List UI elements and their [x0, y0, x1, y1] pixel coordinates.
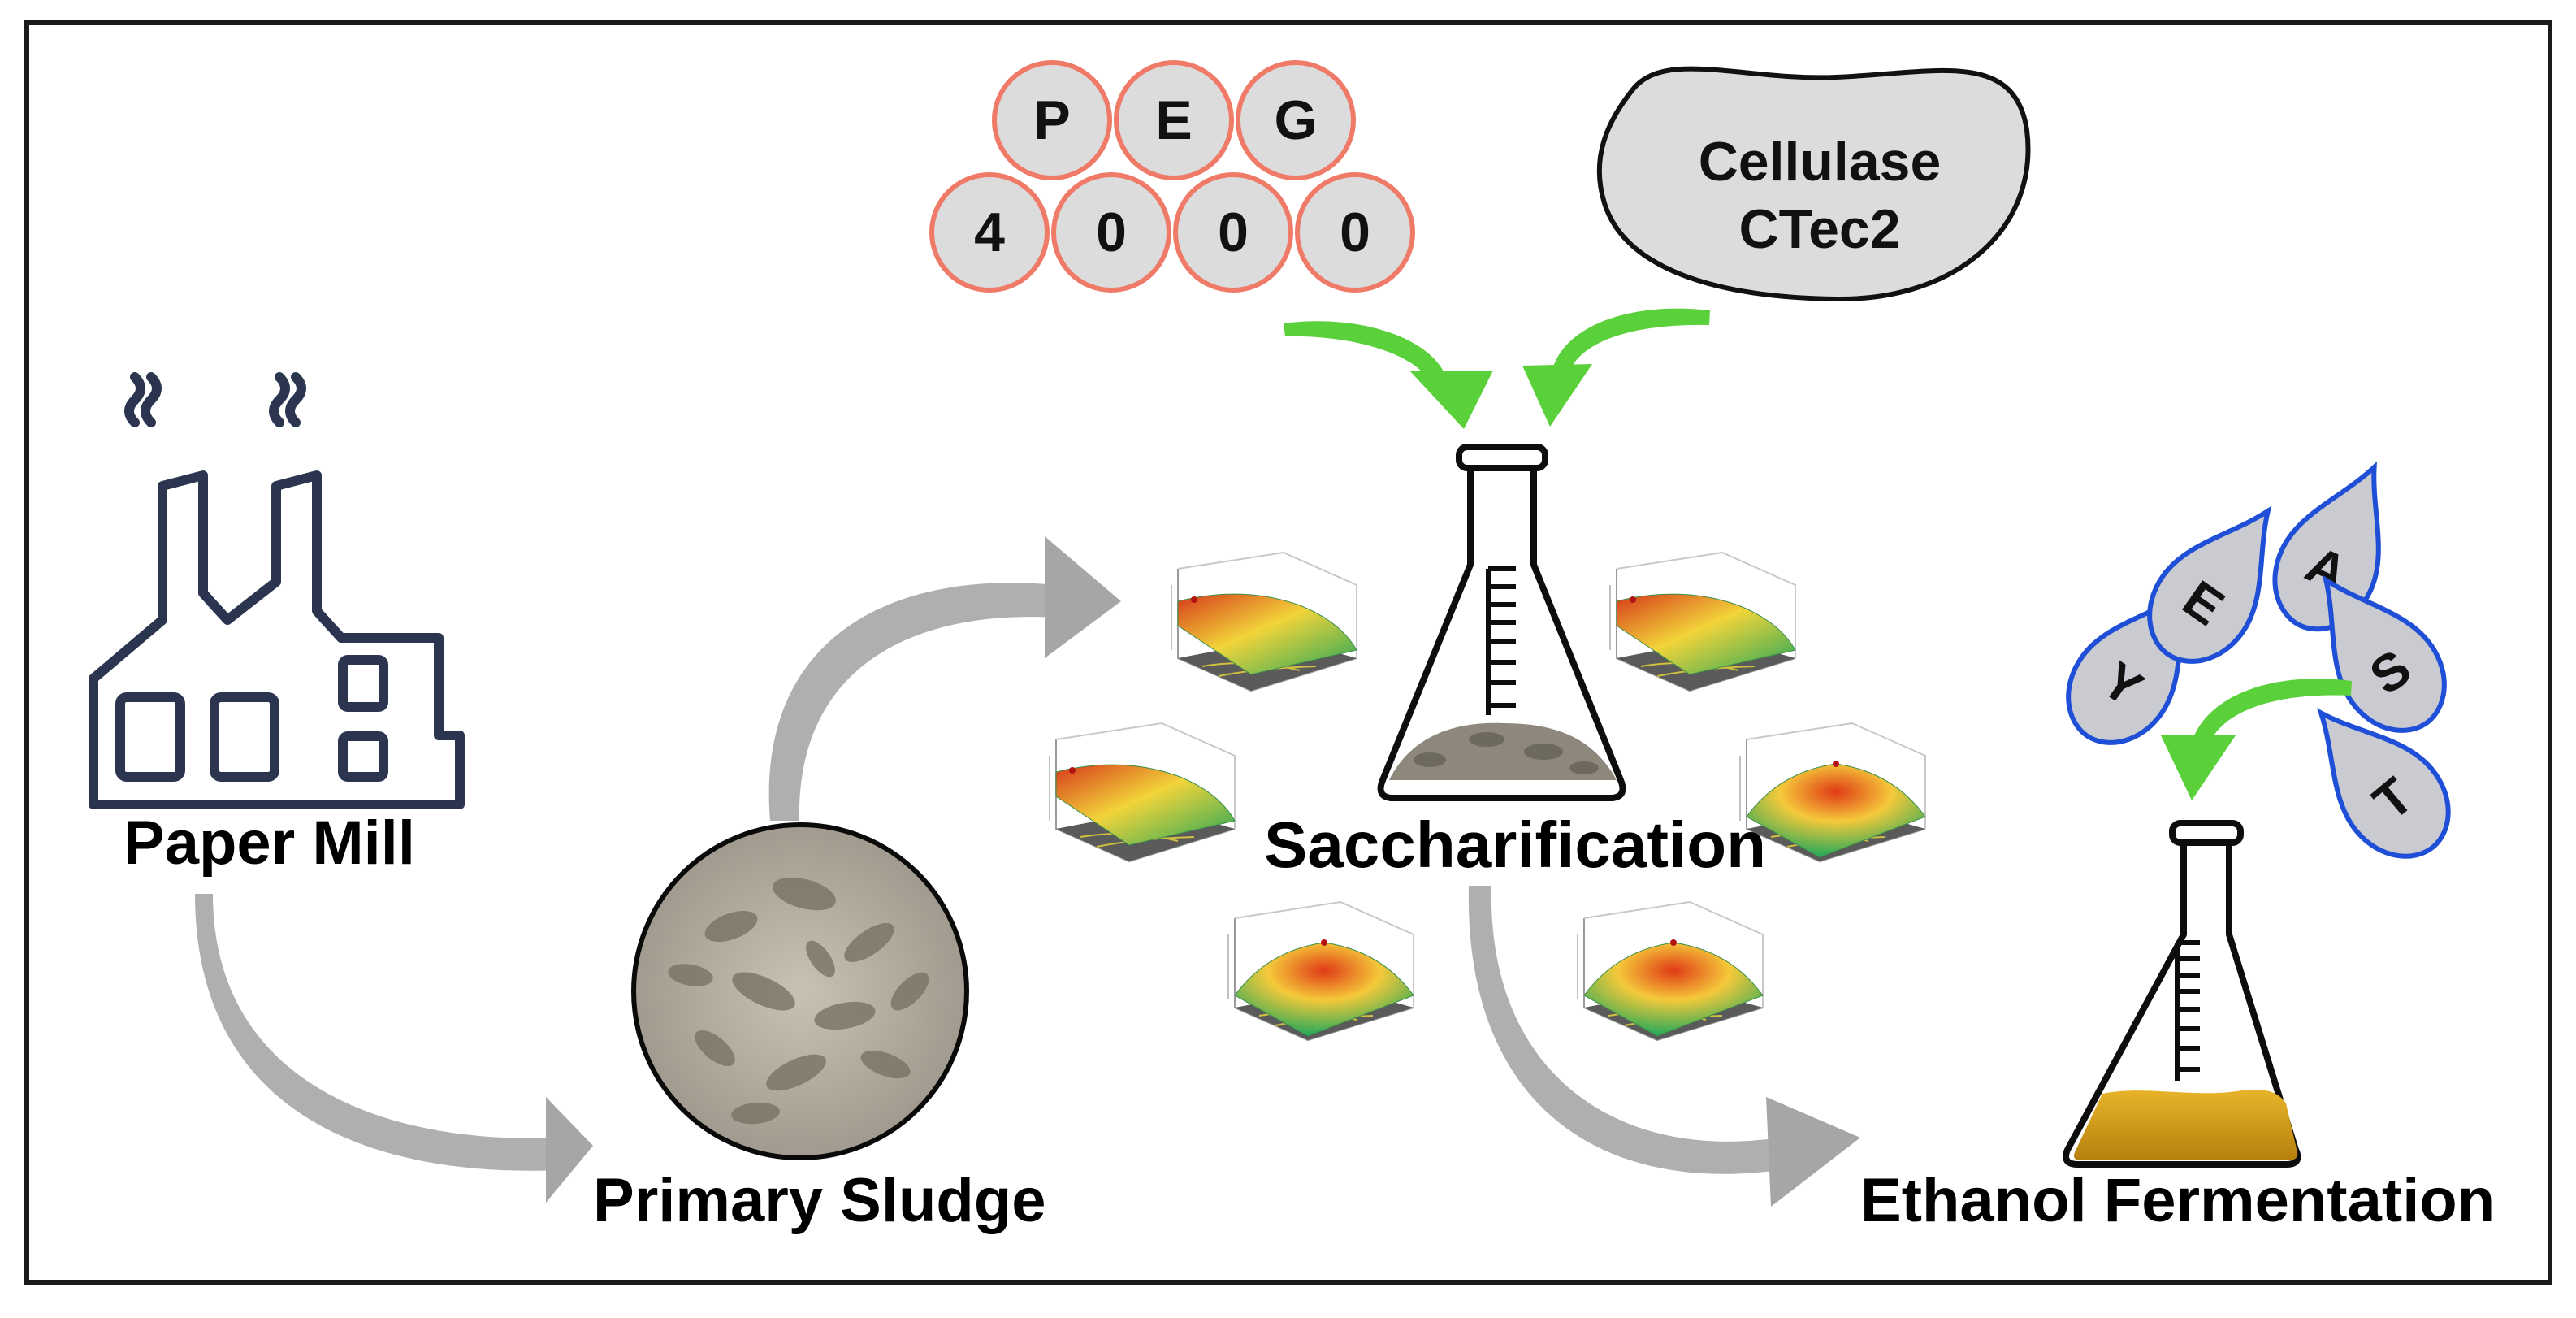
yeast-letter-e: E — [2147, 505, 2272, 664]
peg-digit-0c: 0 — [1295, 172, 1415, 293]
svg-text:4: 4 — [974, 202, 1005, 263]
label-primary-sludge: Primary Sludge — [593, 1166, 1046, 1235]
saccharification-flask — [1377, 444, 1626, 801]
yeast-drops: Y E A S T — [2066, 461, 2451, 859]
surface-plot-thumbnail — [1171, 551, 1357, 692]
green-arrow-enzyme — [1522, 308, 1710, 427]
svg-text:E: E — [1155, 89, 1192, 151]
fermentation-broth — [2074, 1089, 2298, 1160]
peg-letter-g: G — [1236, 60, 1356, 180]
fermentation-flask — [2063, 820, 2301, 1168]
green-arrow-yeast — [2161, 679, 2352, 800]
svg-text:P: P — [1033, 89, 1070, 151]
surface-plot-thumbnail — [1227, 900, 1414, 1042]
peg-digit-0b: 0 — [1173, 172, 1293, 293]
peg-4000-cluster: P E G 4 0 0 0 — [929, 60, 1415, 293]
sludge-photo — [631, 822, 969, 1160]
svg-text:G: G — [1275, 89, 1318, 151]
peg-letter-e: E — [1114, 60, 1234, 180]
green-arrow-peg — [1284, 321, 1493, 429]
graduation-marks — [2175, 940, 2200, 1081]
svg-text:0: 0 — [1218, 202, 1249, 263]
gray-arrow-sludge-to-saccharification — [768, 536, 1121, 821]
factory-icon — [89, 372, 465, 809]
surface-plot-thumbnail — [1049, 722, 1236, 863]
label-saccharification: Saccharification — [1264, 809, 1767, 881]
yeast-letter-t: T — [2316, 708, 2451, 859]
surface-plot-thumbnail — [1577, 900, 1764, 1042]
peg-digit-4: 4 — [929, 172, 1050, 293]
yeast-letter-s: S — [2322, 574, 2447, 733]
peg-digit-0a: 0 — [1051, 172, 1171, 293]
gray-arrow-saccharification-to-fermentation — [1468, 886, 1860, 1207]
enzyme-code: CTec2 — [1738, 198, 1900, 260]
label-ethanol-fermentation: Ethanol Fermentation — [1860, 1166, 2496, 1235]
label-paper-mill: Paper Mill — [123, 809, 415, 878]
surface-plot-thumbnail — [1739, 722, 1926, 863]
svg-text:0: 0 — [1340, 202, 1370, 263]
peg-letter-p: P — [992, 60, 1112, 180]
gray-arrow-mill-to-sludge — [195, 894, 593, 1203]
enzyme-name: Cellulase — [1699, 131, 1942, 193]
sludge-in-flask — [1389, 722, 1617, 780]
cellulase-enzyme-blob: Cellulase CTec2 — [1596, 66, 2031, 302]
surface-plot-thumbnail — [1609, 551, 1796, 692]
svg-text:0: 0 — [1096, 202, 1127, 263]
graduation-marks — [1486, 566, 1516, 715]
response-surface-plots — [1049, 551, 1926, 1042]
